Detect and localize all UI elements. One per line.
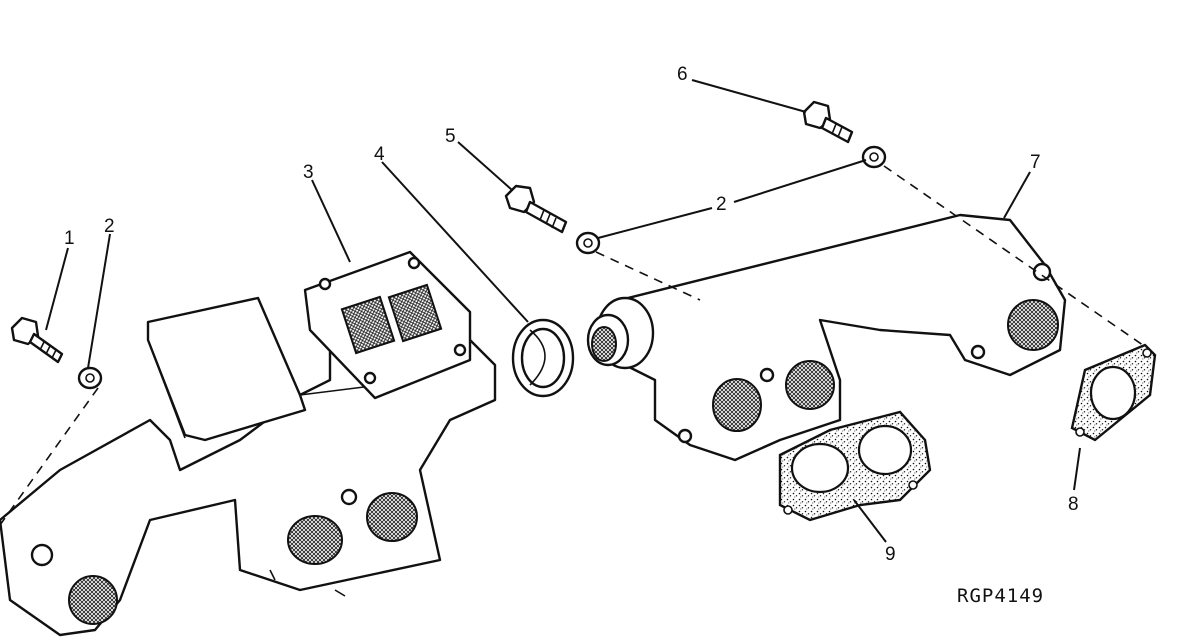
callout-6: 6 [677,64,688,85]
callout-9: 9 [885,544,896,565]
leader-lines [45,79,1081,543]
port-opening [68,575,118,625]
bolt-left [10,316,64,364]
washer-middle [575,231,601,255]
port-opening [287,515,343,565]
callout-2b: 2 [716,194,727,215]
port-opening [1007,299,1059,351]
washer-right [861,145,887,169]
callout-8: 8 [1068,494,1079,515]
callout-7: 7 [1030,152,1041,173]
bolt-middle [504,184,568,234]
rear-exhaust-manifold [586,213,1067,462]
callout-5: 5 [445,126,456,147]
port-opening [712,378,762,432]
callout-4: 4 [374,144,385,165]
figure-code: RGP4149 [957,585,1044,607]
port-opening [366,492,418,542]
callout-3: 3 [303,162,314,183]
callout-1: 1 [64,228,75,249]
port-opening [591,326,617,362]
callout-2a: 2 [104,216,115,237]
bolt-right [802,100,854,144]
single-port-gasket [1070,343,1157,442]
port-opening [785,360,835,410]
screen-cover-plate [303,250,472,400]
dual-port-gasket [778,410,932,522]
seal-ring [511,318,575,398]
alignment-lines [0,165,1151,526]
washer-left [77,366,103,390]
